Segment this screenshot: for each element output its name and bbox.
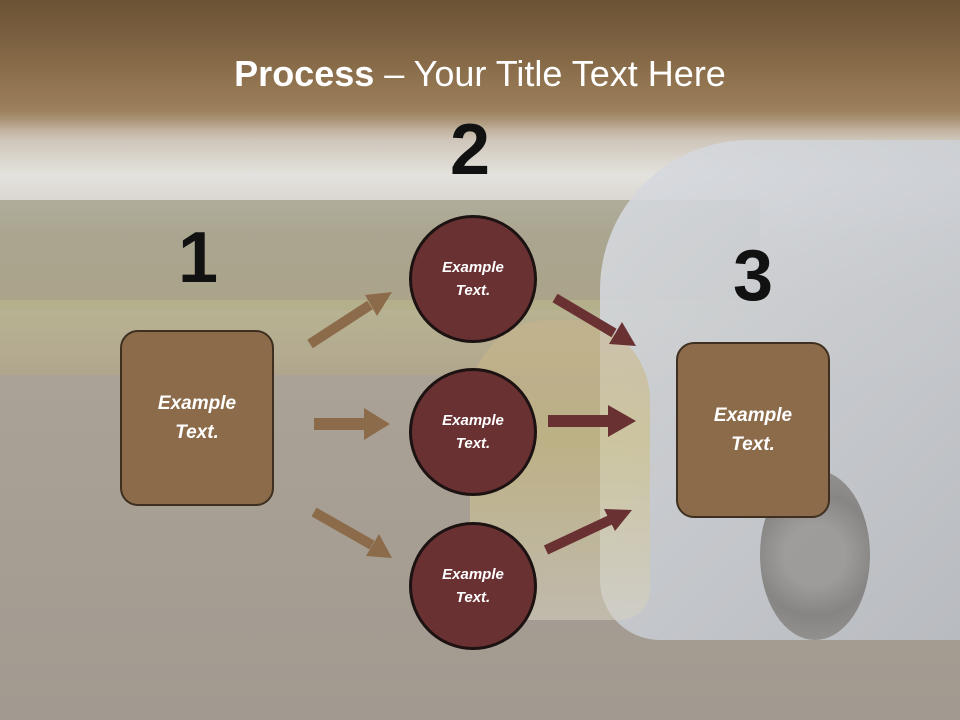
title-band — [0, 0, 960, 130]
step-number-3: 3 — [733, 236, 774, 316]
step-number-1: 1 — [178, 218, 219, 298]
step-3-box: Example Text. — [676, 342, 830, 518]
arrow-middle-to-3 — [548, 405, 636, 437]
circle-bottom-text: Example Text. — [442, 566, 504, 606]
title-bold: Process — [234, 53, 375, 94]
circle-middle-text: Example Text. — [442, 412, 504, 452]
step-2-circle-top: Example Text. — [409, 215, 537, 343]
circle-top-text: Example Text. — [442, 259, 504, 299]
arrow-top-to-3 — [552, 293, 636, 346]
step-3-text: Example Text. — [713, 405, 793, 455]
step-number-2: 2 — [450, 110, 491, 190]
step-1-box: Example Text. — [120, 330, 274, 506]
arrow-1-to-middle — [314, 408, 390, 440]
arrow-1-to-top — [307, 292, 392, 349]
step-2-circle-middle: Example Text. — [409, 368, 537, 496]
step-2-circle-bottom: Example Text. — [409, 522, 537, 650]
arrow-bottom-to-3 — [543, 509, 632, 555]
step-1-text: Example Text. — [157, 393, 237, 443]
arrow-1-to-bottom — [311, 507, 392, 558]
title-rest: – Your Title Text Here — [374, 53, 726, 94]
slide-title: Process – Your Title Text Here — [0, 52, 960, 96]
